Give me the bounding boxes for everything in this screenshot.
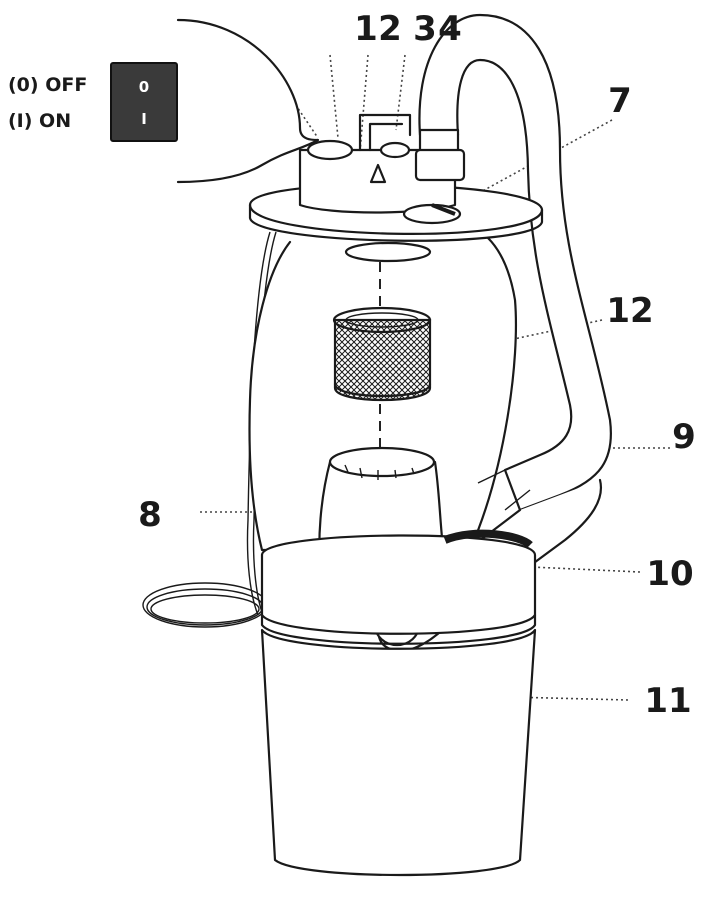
switch-on-mark: I (141, 110, 147, 128)
switch-off-mark: 0 (139, 78, 149, 96)
filter-cartridge (332, 306, 432, 402)
switch-on-label: (I) ON (8, 110, 71, 132)
bucket (260, 628, 537, 877)
callout-3: 3 (413, 9, 437, 49)
switch-off-label: (0) OFF (8, 74, 87, 96)
motor-lid (248, 113, 544, 263)
callout-7: 7 (608, 81, 632, 121)
bucket-rim (260, 529, 537, 645)
callout-11: 11 (644, 681, 691, 721)
callout-1: 1 (354, 9, 378, 49)
callout-10: 10 (646, 554, 693, 594)
callout-9: 9 (672, 417, 696, 457)
callout-4: 4 (438, 9, 462, 49)
power-switch (110, 62, 178, 142)
callout-8: 8 (138, 495, 162, 535)
callout-numbers: 1 2 3 4 7 12 9 8 10 11 (138, 9, 696, 721)
callout-2: 2 (378, 9, 402, 49)
callout-12: 12 (606, 291, 653, 331)
switch-detail-bubble: 0 I (110, 18, 320, 184)
